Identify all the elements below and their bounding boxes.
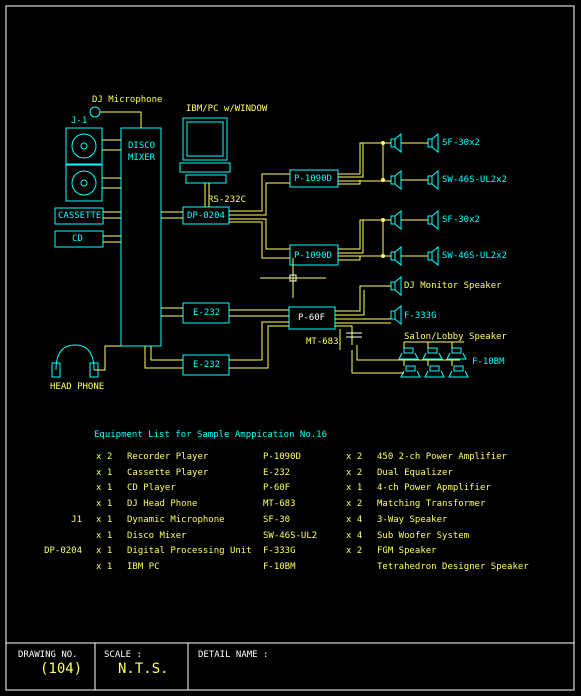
label-p60f: P-60F <box>298 313 326 323</box>
equipment-desc2-4: 3-Way Speaker <box>377 514 448 525</box>
cd-box <box>54 230 104 248</box>
label-head-phone: HEAD PHONE <box>50 382 105 392</box>
label-sf30-bottom: SF-30x2 <box>442 215 480 225</box>
equipment-qty2-4: x 4 <box>346 514 363 525</box>
equipment-qty-0: x 2 <box>96 452 113 462</box>
equipment-desc2-5: Sub Woofer System <box>377 530 470 541</box>
label-dj-microphone: DJ Microphone <box>92 95 163 105</box>
label-dj-monitor: DJ Monitor Speaker <box>404 281 502 291</box>
turntable-2-platter <box>71 170 97 196</box>
equipment-model-6: F-333G <box>263 546 296 557</box>
label-j1: J-1 <box>71 116 88 126</box>
pc-base <box>185 174 227 184</box>
headphone-icon <box>55 344 95 371</box>
label-f333g: F-333G <box>404 311 437 321</box>
equipment-model-4: SF-30 <box>263 514 291 525</box>
transformer-icon <box>346 332 362 338</box>
detail-name-label: DETAIL NAME : <box>198 650 269 660</box>
label-dp0204: DP-0204 <box>187 211 225 221</box>
drawing-no-value: (104) <box>40 661 83 677</box>
drawing-border <box>5 5 575 691</box>
equipment-name-3: DJ Head Phone <box>127 499 198 510</box>
equipment-name-6: Digital Processing Unit <box>127 546 252 557</box>
junction-dots <box>381 141 385 258</box>
equipment-name-1: Cassette Player <box>127 467 209 478</box>
pc-keyboard <box>179 162 231 173</box>
turntable-2 <box>65 164 103 202</box>
equipment-qty-2: x 1 <box>96 483 113 494</box>
equipment-model-5: SW-46S-UL2 <box>263 530 318 541</box>
equipment-qty-5: x 1 <box>96 530 113 541</box>
equipment-qty2-3: x 2 <box>346 499 363 510</box>
label-cassette: CASSETTE <box>58 211 102 221</box>
label-cd: CD <box>72 234 83 244</box>
equipment-qty2-0: x 2 <box>346 452 363 462</box>
p1090d-bottom-box <box>289 244 339 266</box>
e232-top-box <box>182 302 230 324</box>
scale-label: SCALE : <box>104 650 142 660</box>
drawing-no-label: DRAWING NO. <box>18 650 78 660</box>
label-e232-top: E-232 <box>193 308 221 318</box>
equipment-qty-7: x 1 <box>96 561 113 572</box>
equipment-model-2: P-60F <box>263 483 291 494</box>
e232-bottom-box <box>182 354 230 376</box>
equipment-qty-6: x 1 <box>96 546 113 557</box>
equipment-name-5: Disco Mixer <box>127 530 187 541</box>
equipment-name-2: CD Player <box>127 483 176 494</box>
label-f10bm: F-10BM <box>472 357 505 367</box>
equipment-name-0: Recorder Player <box>127 452 209 462</box>
equipment-pre-6: DP-0204 <box>44 546 82 557</box>
equipment-desc2-7: Tetrahedron Designer Speaker <box>377 561 529 572</box>
label-rs232c: RS-232C <box>208 195 246 205</box>
equipment-qty2-6: x 2 <box>346 546 363 557</box>
label-sf30-top: SF-30x2 <box>442 138 480 148</box>
label-sw46s-bottom: SW-46S-UL2x2 <box>442 251 508 261</box>
equipment-model-3: MT-683 <box>263 499 296 510</box>
equipment-desc2-3: Matching Transformer <box>377 499 486 510</box>
equipment-name-4: Dynamic Microphone <box>127 514 225 525</box>
p60f-box <box>288 306 336 330</box>
equipment-qty2-1: x 2 <box>346 467 363 478</box>
equipment-desc2-2: 4-ch Power Apmplifier <box>377 483 491 494</box>
equipment-qty-4: x 1 <box>96 514 113 525</box>
equipment-model-1: E-232 <box>263 467 291 478</box>
equipment-qty2-2: x 1 <box>346 483 363 494</box>
equipment-name-7: IBM PC <box>127 561 160 572</box>
label-ibm-pc: IBM/PC w/WINDOW <box>186 104 268 114</box>
cassette-box <box>54 207 104 225</box>
equipment-list-title: Equipment List for Sample Amppication No… <box>94 430 327 440</box>
cursor-box <box>289 274 297 282</box>
label-p1090d-top: P-1090D <box>294 174 332 184</box>
equipment-desc2-1: Dual Equalizer <box>377 467 453 478</box>
equipment-qty2-5: x 4 <box>346 530 363 541</box>
equipment-qty-3: x 1 <box>96 499 113 510</box>
scale-value: N.T.S. <box>118 661 169 677</box>
label-mixer: MIXER <box>128 153 156 163</box>
equipment-model-7: F-10BM <box>263 561 296 572</box>
pc-monitor <box>182 117 228 161</box>
equipment-pre-4: J1 <box>71 514 82 525</box>
label-salon: Salon/Lobby Speaker <box>404 332 507 342</box>
equipment-model-0: P-1090D <box>263 452 301 462</box>
wiring <box>94 111 464 374</box>
equipment-desc2-0: 450 2-ch Power Amplifier <box>377 452 508 462</box>
label-e232-bottom: E-232 <box>193 360 221 370</box>
label-p1090d-bottom: P-1090D <box>294 251 332 261</box>
equipment-qty-1: x 1 <box>96 467 113 478</box>
p1090d-top-box <box>289 169 339 188</box>
turntable-1-platter <box>71 133 97 159</box>
label-mt683: MT-683 <box>306 337 339 347</box>
microphone-icon <box>89 106 101 118</box>
label-disco: DISCO <box>128 141 156 151</box>
turntable-1 <box>65 127 103 165</box>
label-sw46s-top: SW-46S-UL2x2 <box>442 175 508 185</box>
equipment-desc2-6: FGM Speaker <box>377 546 437 557</box>
